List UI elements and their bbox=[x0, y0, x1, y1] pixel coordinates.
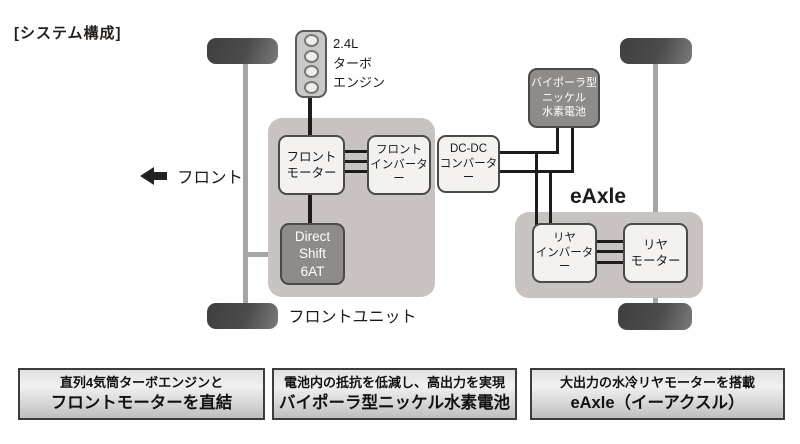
engine-cylinder-icon bbox=[303, 34, 319, 48]
front-direction-arrow-icon bbox=[140, 167, 167, 185]
wire-to-rear-inverter-1 bbox=[535, 151, 538, 227]
footnote-line1: 大出力の水冷リヤモーターを搭載 bbox=[559, 374, 755, 390]
wire-battery-terminal-left bbox=[556, 126, 559, 154]
transmission-box: Direct Shift 6AT bbox=[280, 223, 345, 285]
engine-cylinder-icon bbox=[303, 49, 319, 63]
wire-engine-to-motor bbox=[308, 96, 312, 137]
wire-to-rear-inverter-2 bbox=[549, 170, 552, 227]
footnote-line2: フロントモーターを直結 bbox=[50, 393, 233, 412]
front-axle-line bbox=[243, 48, 248, 319]
transmission-axle-link bbox=[246, 252, 282, 257]
wire-motor-inverter-1 bbox=[345, 150, 367, 153]
footnote-front-motor: 直列4気筒ターボエンジンと フロントモーターを直結 bbox=[18, 368, 265, 420]
engine-cylinder-icon bbox=[303, 65, 319, 79]
battery-box: バイポーラ型 ニッケル 水素電池 bbox=[528, 68, 600, 128]
engine-cylinder-icon bbox=[303, 80, 319, 94]
front-inverter-box: フロント インバーター bbox=[367, 135, 431, 195]
eaxle-label: eAxle bbox=[570, 185, 627, 208]
rear-right-tire-icon bbox=[618, 303, 692, 330]
rear-axle-line bbox=[653, 48, 658, 319]
footnote-line1: 直列4気筒ターボエンジンと bbox=[59, 374, 224, 390]
rear-left-tire-icon bbox=[620, 38, 692, 64]
front-motor-box: フロント モーター bbox=[278, 135, 345, 195]
engine-label: 2.4L ターボ エンジン bbox=[333, 36, 386, 90]
rear-motor-box: リヤ モーター bbox=[623, 223, 688, 283]
wire-motor-to-transmission bbox=[308, 193, 312, 226]
wire-rear-inverter-motor-1 bbox=[597, 240, 623, 243]
wire-rear-inverter-motor-2 bbox=[597, 250, 623, 253]
front-left-tire-icon bbox=[207, 38, 278, 64]
dcdc-converter-box: DC-DC コンバーター bbox=[437, 135, 500, 193]
front-direction-label: フロント bbox=[177, 169, 243, 187]
front-right-tire-icon bbox=[207, 303, 278, 329]
engine-icon bbox=[295, 30, 327, 98]
footnote-battery: 電池内の抵抗を低減し、高出力を実現 バイポーラ型ニッケル水素電池 bbox=[272, 368, 517, 420]
wire-rear-inverter-motor-3 bbox=[597, 261, 623, 264]
rear-inverter-box: リヤ インバーター bbox=[532, 223, 597, 283]
wire-motor-inverter-2 bbox=[345, 160, 367, 163]
footnote-eaxle: 大出力の水冷リヤモーターを搭載 eAxle（イーアクスル） bbox=[530, 368, 785, 420]
wire-motor-inverter-3 bbox=[345, 170, 367, 173]
footnote-line2: eAxle（イーアクスル） bbox=[570, 393, 745, 412]
page-title: [システム構成] bbox=[14, 25, 122, 42]
footnote-line2: バイポーラ型ニッケル水素電池 bbox=[279, 393, 510, 412]
front-unit-label: フロントユニット bbox=[288, 309, 417, 326]
wire-dcdc-battery-upper bbox=[500, 151, 559, 154]
footnote-line1: 電池内の抵抗を低減し、高出力を実現 bbox=[283, 374, 505, 390]
wire-battery-terminal-right bbox=[571, 126, 574, 173]
